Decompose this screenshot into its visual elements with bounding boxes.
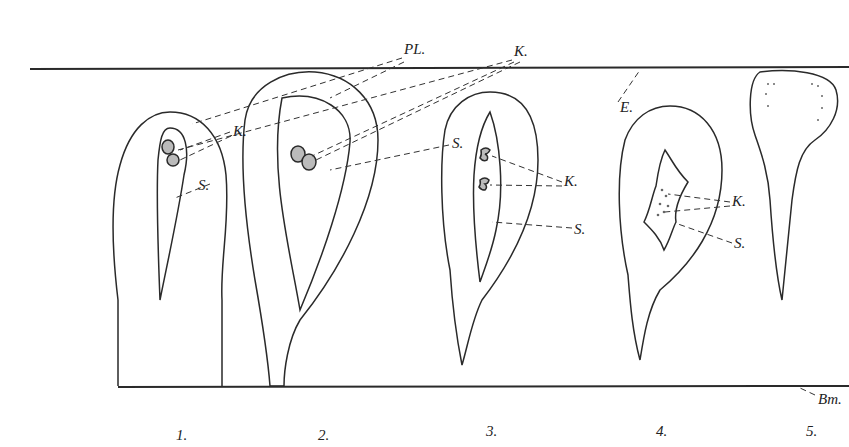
callout-number: 3. [486, 424, 497, 439]
callout-number: 5. [806, 424, 817, 439]
cell-inner [157, 128, 186, 300]
callout-number: 2. [318, 428, 329, 443]
cell-outline [619, 106, 722, 360]
part-label: S. [734, 236, 745, 251]
part-label: K. [732, 194, 746, 209]
part-label: S. [198, 178, 209, 193]
surface-line [30, 67, 849, 69]
nucleus [480, 148, 490, 161]
leader-lines [175, 58, 815, 395]
nucleus [162, 140, 174, 154]
cell-outline [113, 112, 227, 386]
cell-inner [473, 112, 500, 282]
nucleus [302, 154, 316, 170]
part-label: S. [452, 136, 463, 151]
cell-outline [442, 92, 538, 365]
nucleus [479, 178, 489, 190]
nucleus [167, 154, 179, 166]
cell-outline [750, 71, 837, 300]
basement-membrane [118, 386, 849, 387]
callout-number: 4. [656, 424, 667, 439]
part-label: K. [514, 44, 528, 59]
callout-number: 1. [176, 428, 187, 443]
part-label: S. [574, 222, 585, 237]
part-label: E. [620, 100, 633, 115]
cell-outline [243, 72, 378, 386]
cell-inner [277, 96, 350, 310]
cell-inner [644, 150, 688, 250]
part-label: PL. [404, 42, 425, 57]
part-label: Bm. [818, 392, 842, 407]
part-label: K. [564, 174, 578, 189]
part-label: K. [233, 124, 247, 139]
